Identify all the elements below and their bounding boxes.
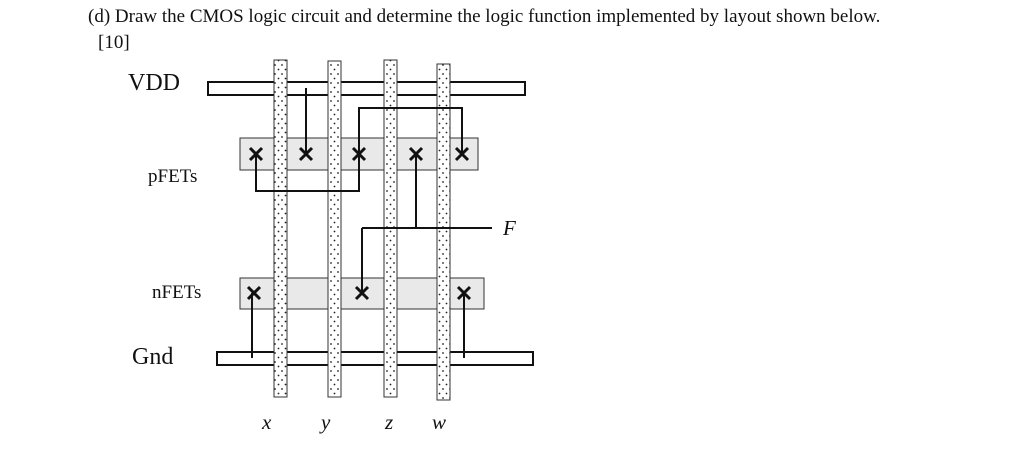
question-text: (d) Draw the CMOS logic circuit and dete… bbox=[88, 6, 881, 27]
gnd-label: Gnd bbox=[132, 344, 174, 370]
vdd-label: VDD bbox=[128, 70, 180, 96]
pfet-bottom-wire bbox=[255, 154, 360, 192]
nfets-label: nFETs bbox=[152, 282, 202, 303]
pfet-top-wire bbox=[358, 107, 463, 154]
vdd-rail bbox=[207, 81, 526, 96]
pfets-label: pFETs bbox=[148, 166, 198, 187]
metal-wires bbox=[251, 88, 492, 358]
question-marks: [10] bbox=[98, 32, 130, 53]
contact-marks bbox=[246, 146, 472, 301]
output-f-label: F bbox=[503, 216, 516, 240]
poly-y bbox=[327, 60, 342, 398]
input-z-label: z bbox=[385, 410, 394, 434]
poly-w bbox=[436, 63, 451, 401]
input-w-label: w bbox=[432, 410, 447, 434]
input-y-label: y bbox=[321, 410, 331, 434]
output-wire bbox=[361, 154, 492, 293]
input-x-label: x bbox=[262, 410, 272, 434]
poly-x bbox=[273, 59, 288, 398]
gnd-rail bbox=[216, 351, 534, 366]
